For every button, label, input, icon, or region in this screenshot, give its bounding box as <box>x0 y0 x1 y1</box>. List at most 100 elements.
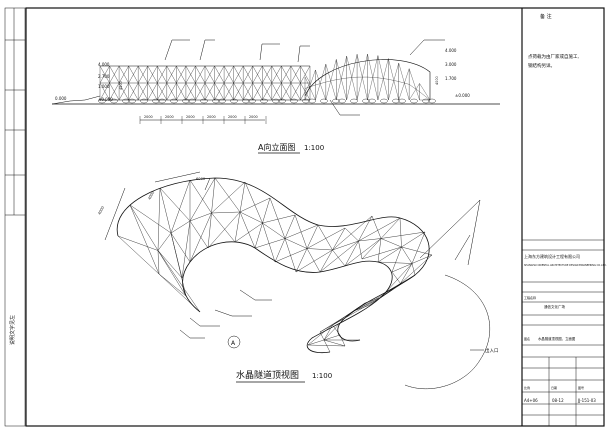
plan-view: 4000 4000 6000 出入口 A 水晶隧道顶视图 1:100 <box>97 171 499 389</box>
lattice-member <box>138 82 148 101</box>
level-left-1: 4.000 <box>98 62 110 67</box>
base-stone <box>272 98 280 104</box>
lattice-member <box>204 65 215 84</box>
lattice-member <box>319 331 325 341</box>
lattice-member <box>157 65 167 84</box>
base-stone <box>428 98 436 104</box>
lattice-member <box>332 249 346 267</box>
lattice-member <box>211 212 236 243</box>
title-block: 备 注 点荷载为由厂家或自施工, 钢结构另详。 上海东方建筑设计工程有限公司 S… <box>521 8 607 426</box>
lattice-member <box>211 181 246 214</box>
base-stone <box>368 98 376 104</box>
lattice-member <box>332 240 359 251</box>
number-value: JJ-151-03 <box>577 398 596 403</box>
binding-note: 说明文字见左 <box>9 315 16 345</box>
company-name: 上海东方建筑设计工程有限公司 <box>524 253 580 259</box>
lattice-member <box>332 215 373 251</box>
lattice-member <box>323 324 333 341</box>
lattice-member <box>304 69 316 101</box>
base-stone <box>140 98 148 104</box>
drawing-name: 水晶隧道顶视图、立面图 <box>538 336 576 341</box>
lattice-member <box>411 254 433 264</box>
lattice-member <box>243 65 253 84</box>
base-stone <box>182 98 190 104</box>
lattice-member <box>358 217 401 242</box>
lattice-member <box>400 263 413 284</box>
lattice-member <box>189 179 212 214</box>
elevation-dim-label: 2000 <box>186 115 195 119</box>
lattice-member <box>262 222 286 239</box>
lattice-member <box>274 248 308 263</box>
lattice-member <box>204 82 215 101</box>
lattice-member <box>323 339 331 353</box>
height-right: 4000 <box>435 76 439 85</box>
base-stone <box>338 98 346 104</box>
lattice-member <box>319 324 333 333</box>
scale-value: A4+06 <box>524 398 538 403</box>
left-binding-strip: 说明文字见左 <box>4 7 26 427</box>
elevation-levels-left: 4.000 2.700 1.000 ±0.000 0.000 4500 <box>55 62 123 102</box>
lattice-member <box>380 231 426 239</box>
lattice-member <box>271 65 282 84</box>
lattice-member <box>223 65 234 84</box>
lattice-member <box>380 217 401 239</box>
lattice-member <box>185 82 196 101</box>
lattice-member <box>170 232 191 263</box>
lattice-member <box>157 232 172 251</box>
lattice-member <box>377 261 413 264</box>
lattice-member <box>358 238 382 242</box>
base-stone <box>248 98 256 104</box>
lattice-member <box>239 211 256 249</box>
lattice-member <box>409 84 420 92</box>
lattice-member <box>344 227 359 242</box>
lattice-member <box>252 82 263 101</box>
lattice-member <box>158 273 187 297</box>
base-stone <box>392 98 400 104</box>
base-stone <box>218 98 226 104</box>
base-stone <box>278 98 286 104</box>
plan-lattice <box>117 177 433 353</box>
lattice-member <box>346 76 358 79</box>
lattice-member <box>262 222 276 263</box>
project-label: 工程名称 <box>524 295 536 300</box>
lattice-member <box>367 54 379 101</box>
lattice-member <box>354 304 371 311</box>
lattice-member <box>307 344 346 347</box>
lattice-member <box>290 82 301 101</box>
lattice-member <box>344 297 382 319</box>
lattice-member <box>158 273 201 313</box>
lattice-member <box>262 82 272 101</box>
lattice-member <box>332 302 366 326</box>
lattice-member <box>306 227 346 249</box>
base-stone <box>188 98 196 104</box>
elevation-levels-right: 4.000 3.000 1.700 ±0.000 4000 <box>435 48 470 98</box>
lattice-member <box>306 224 319 249</box>
lattice-member <box>157 250 201 313</box>
base-stone <box>410 98 418 104</box>
lattice-member <box>344 238 382 267</box>
lattice-member <box>281 65 292 84</box>
lattice-member <box>319 249 333 273</box>
base-stone <box>242 98 250 104</box>
lattice-member <box>195 65 206 84</box>
lattice-member <box>315 81 326 86</box>
lattice-member <box>295 249 333 273</box>
date-label: 日期 <box>551 385 557 390</box>
lattice-member <box>411 263 416 276</box>
lattice-member <box>254 222 263 249</box>
lattice-member <box>234 211 241 243</box>
elevation-leaders <box>164 39 445 116</box>
lattice-member <box>262 214 296 224</box>
lattice-member <box>323 339 346 347</box>
lattice-member <box>339 334 346 347</box>
plan-dim-1: 4000 <box>97 205 105 216</box>
lattice-member <box>128 65 139 84</box>
lattice-member <box>189 212 212 263</box>
level-right-2: 3.000 <box>445 62 457 67</box>
lattice-member <box>189 220 209 249</box>
lattice-member <box>284 238 297 273</box>
base-stone <box>302 98 310 104</box>
lattice-member <box>138 65 148 84</box>
